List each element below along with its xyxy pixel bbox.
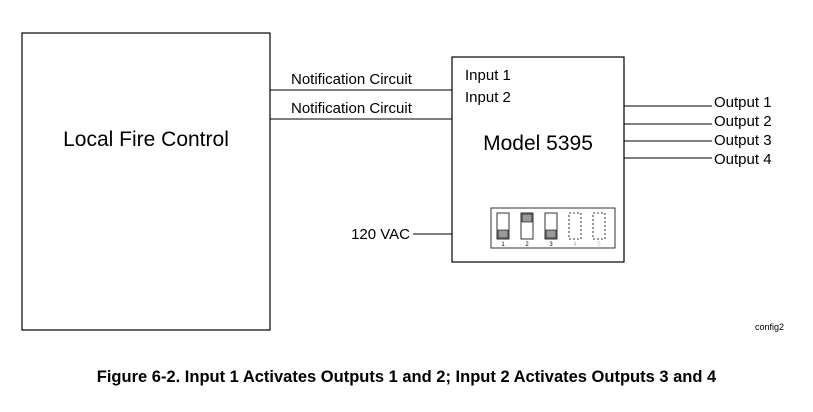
dip-switch-5: [592, 212, 606, 240]
dip-switch-1-number: 1: [501, 242, 505, 248]
dip-switch-4: [568, 212, 582, 240]
notification-circuit-label-1: Notification Circuit: [291, 71, 413, 88]
dip-switch-4-number: 4: [573, 242, 577, 248]
dip-switch-2-lever: [521, 213, 533, 223]
output-4-label: Output 4: [714, 151, 772, 168]
dip-switch-block: [490, 207, 616, 249]
figure-caption: Figure 6-2. Input 1 Activates Outputs 1 …: [96, 368, 717, 386]
power-label: 120 VAC: [351, 226, 410, 243]
local-fire-control-box: [21, 32, 271, 331]
config-tag: config2: [755, 322, 784, 332]
output-1-label: Output 1: [714, 94, 772, 111]
dip-switch-2: [520, 212, 534, 240]
model-label: Model 5395: [483, 132, 593, 155]
dip-switch-3-lever: [545, 229, 557, 239]
model-5395-box: [451, 56, 625, 263]
dip-switch-2-number: 2: [525, 242, 529, 248]
output-2-label: Output 2: [714, 113, 772, 130]
input-1-label: Input 1: [465, 67, 511, 84]
dip-switch-group: 1 2 3 4 5: [496, 212, 606, 248]
dip-switch-3-number: 3: [549, 242, 553, 248]
dip-switch-1: [496, 212, 510, 240]
dip-switch-5-number: 5: [597, 242, 601, 248]
notification-circuit-label-2: Notification Circuit: [291, 100, 413, 117]
dip-switch-1-lever: [497, 229, 509, 239]
input-2-label: Input 2: [465, 89, 511, 106]
local-fire-control-label: Local Fire Control: [63, 128, 229, 151]
dip-switch-3: [544, 212, 558, 240]
output-3-label: Output 3: [714, 132, 772, 149]
